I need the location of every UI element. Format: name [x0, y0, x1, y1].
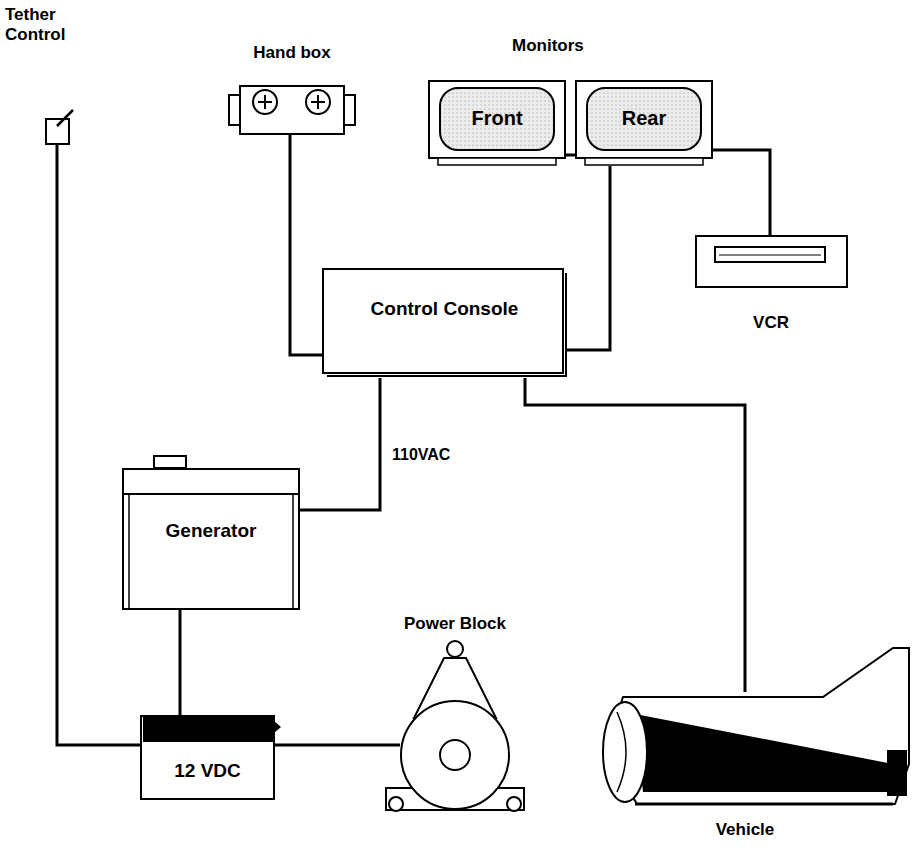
wire-connector [713, 150, 770, 235]
tether-switch-outline [45, 118, 70, 145]
wire-connector [290, 135, 322, 355]
wire-connector [567, 166, 610, 350]
voltage-label: 110VAC [390, 446, 452, 464]
group-heading: Monitors [510, 36, 586, 56]
power-block: Power Block [400, 640, 510, 812]
node-label: Rear [575, 107, 713, 130]
wire-connector [525, 378, 745, 692]
wire-connector [566, 154, 575, 157]
battery: 12 VDC [140, 715, 275, 800]
node-label: Generator [122, 520, 300, 542]
node-label: Front [428, 107, 566, 130]
node-heading: Hand box [202, 43, 382, 63]
node-label: 12 VDC [140, 760, 275, 782]
wire-connector [179, 610, 182, 715]
node-heading: Vehicle [685, 820, 805, 840]
battery-outline [140, 715, 275, 800]
vehicle: Vehicle [595, 692, 910, 812]
tether-switch: Tether Control [45, 118, 70, 145]
generator: Generator [122, 468, 300, 610]
node-label: Control Console [322, 298, 567, 320]
control-console-outline [322, 268, 567, 378]
rear-monitor: Rear [575, 80, 713, 166]
hand-box: Hand box [228, 85, 356, 135]
vcr-outline [695, 235, 848, 288]
wire-connector [275, 744, 400, 747]
vcr: VCR [695, 235, 848, 288]
node-heading: VCR [711, 313, 831, 333]
front-monitor: Front [428, 80, 566, 166]
node-heading: Tether Control [5, 5, 85, 44]
vehicle-outline [595, 692, 910, 812]
hand-box-outline [228, 85, 356, 135]
control-console: Control Console [322, 268, 567, 378]
wire-connector [300, 378, 380, 510]
power-block-outline [400, 640, 510, 812]
node-heading: Power Block [365, 614, 545, 634]
wire-connector [57, 145, 140, 745]
